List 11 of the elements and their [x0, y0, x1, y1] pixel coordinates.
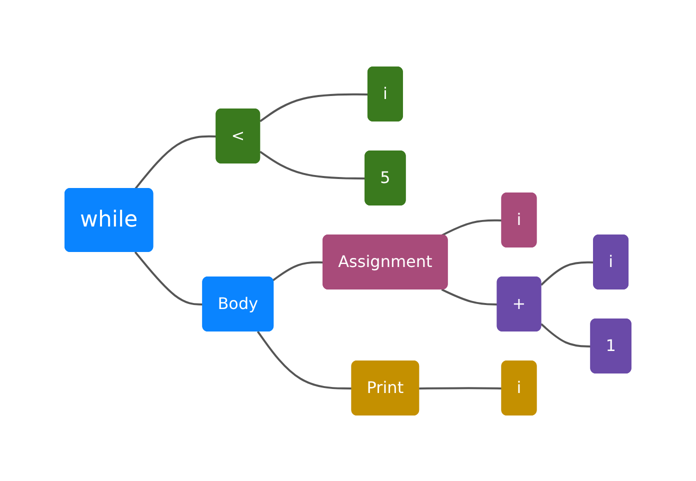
connector — [134, 134, 217, 190]
connector — [419, 386, 502, 389]
connector — [256, 330, 352, 389]
connector — [441, 288, 498, 305]
connector — [260, 150, 366, 179]
connector — [540, 322, 592, 347]
connector — [134, 250, 204, 305]
connector — [441, 218, 502, 236]
connector — [272, 260, 324, 281]
connector — [540, 260, 594, 286]
connector — [260, 92, 369, 122]
